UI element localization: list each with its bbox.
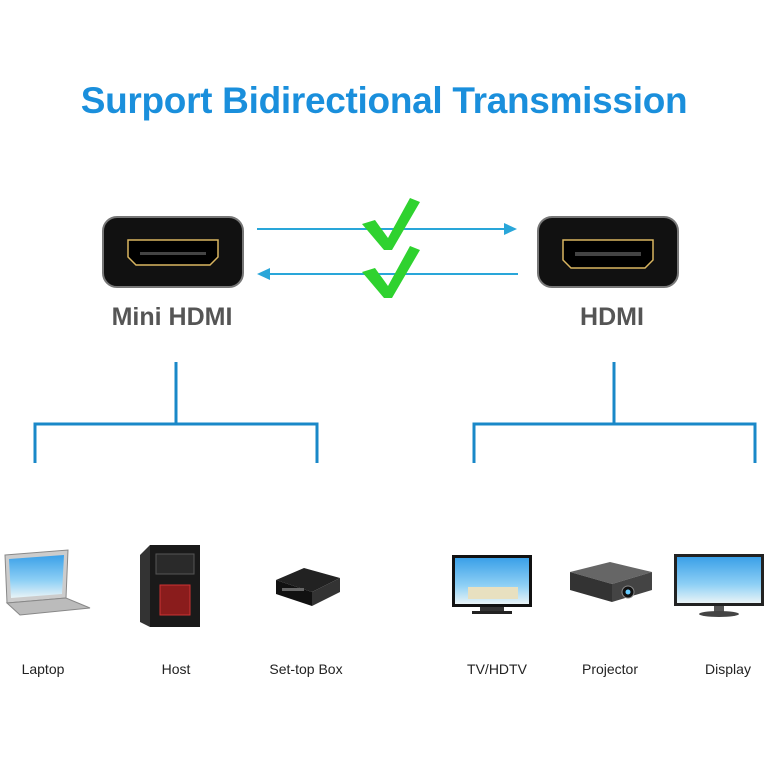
left-branch-lines bbox=[33, 362, 319, 463]
device-label-laptop: Laptop bbox=[21, 661, 65, 677]
check-icon bbox=[362, 198, 420, 250]
hdmi-port-icon bbox=[537, 216, 679, 288]
monitor-display-icon bbox=[674, 554, 764, 617]
device-label-set-top-box: Set-top Box bbox=[269, 661, 343, 677]
mini-hdmi-port-icon bbox=[102, 216, 244, 288]
mini-hdmi-label: Mini HDMI bbox=[111, 303, 233, 331]
set-top-box-icon bbox=[276, 568, 340, 606]
device-label-host: Host bbox=[161, 661, 191, 677]
hdmi-label: HDMI bbox=[580, 303, 644, 331]
arrow-right-icon bbox=[257, 223, 517, 235]
device-label-projector: Projector bbox=[581, 661, 639, 677]
tv-icon bbox=[452, 555, 532, 614]
check-icon bbox=[362, 246, 420, 298]
right-branch-lines bbox=[472, 362, 757, 463]
laptop-icon bbox=[4, 549, 91, 616]
projector-icon bbox=[570, 562, 652, 602]
device-label-display: Display bbox=[705, 661, 751, 677]
device-label-tv: TV/HDTV bbox=[467, 661, 527, 677]
desktop-host-icon bbox=[140, 545, 200, 627]
page-title: Surport Bidirectional Transmission bbox=[80, 80, 688, 121]
arrow-left-icon bbox=[257, 268, 518, 280]
